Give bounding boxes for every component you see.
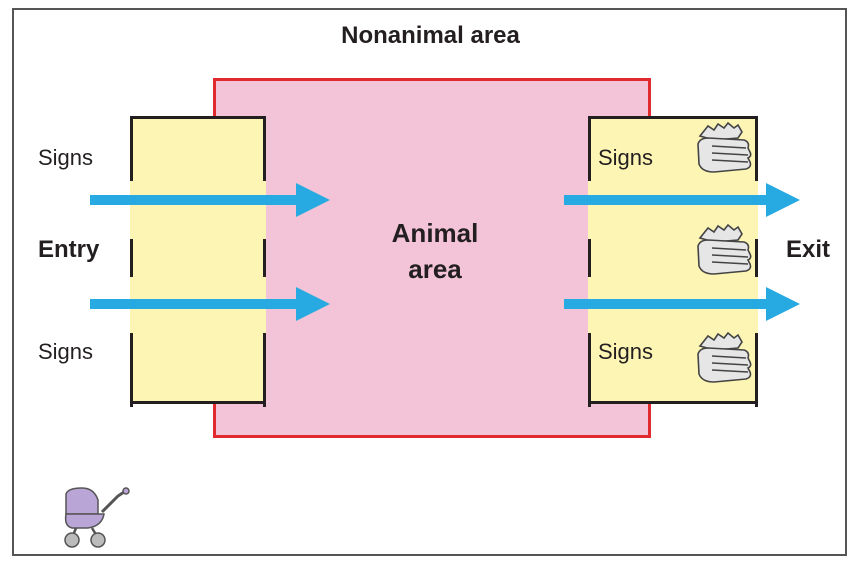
exit-label: Exit <box>786 236 831 263</box>
animal-area-region <box>213 78 651 438</box>
exit-arrow-top-icon <box>564 183 800 217</box>
nonanimal-area-title: Nonanimal area <box>341 22 520 49</box>
stroller-icon <box>64 487 130 548</box>
entry-signs-bottom-label: Signs <box>38 339 94 364</box>
entry-signs-top-label: Signs <box>38 145 94 170</box>
exit-arrow-bottom-icon <box>564 287 800 321</box>
exit-signs-bottom-label: Signs <box>598 339 654 364</box>
handwashing-icon <box>697 223 752 275</box>
exit-signs-top-label: Signs <box>598 145 654 170</box>
entry-zone <box>130 116 266 407</box>
entry-arrow-top-icon <box>90 183 330 217</box>
handwashing-icon <box>697 331 752 383</box>
animal-area-label: Animal area <box>391 218 479 284</box>
entry-label: Entry <box>38 236 100 263</box>
handwashing-icon <box>697 121 752 173</box>
entry-arrow-bottom-icon <box>90 287 330 321</box>
